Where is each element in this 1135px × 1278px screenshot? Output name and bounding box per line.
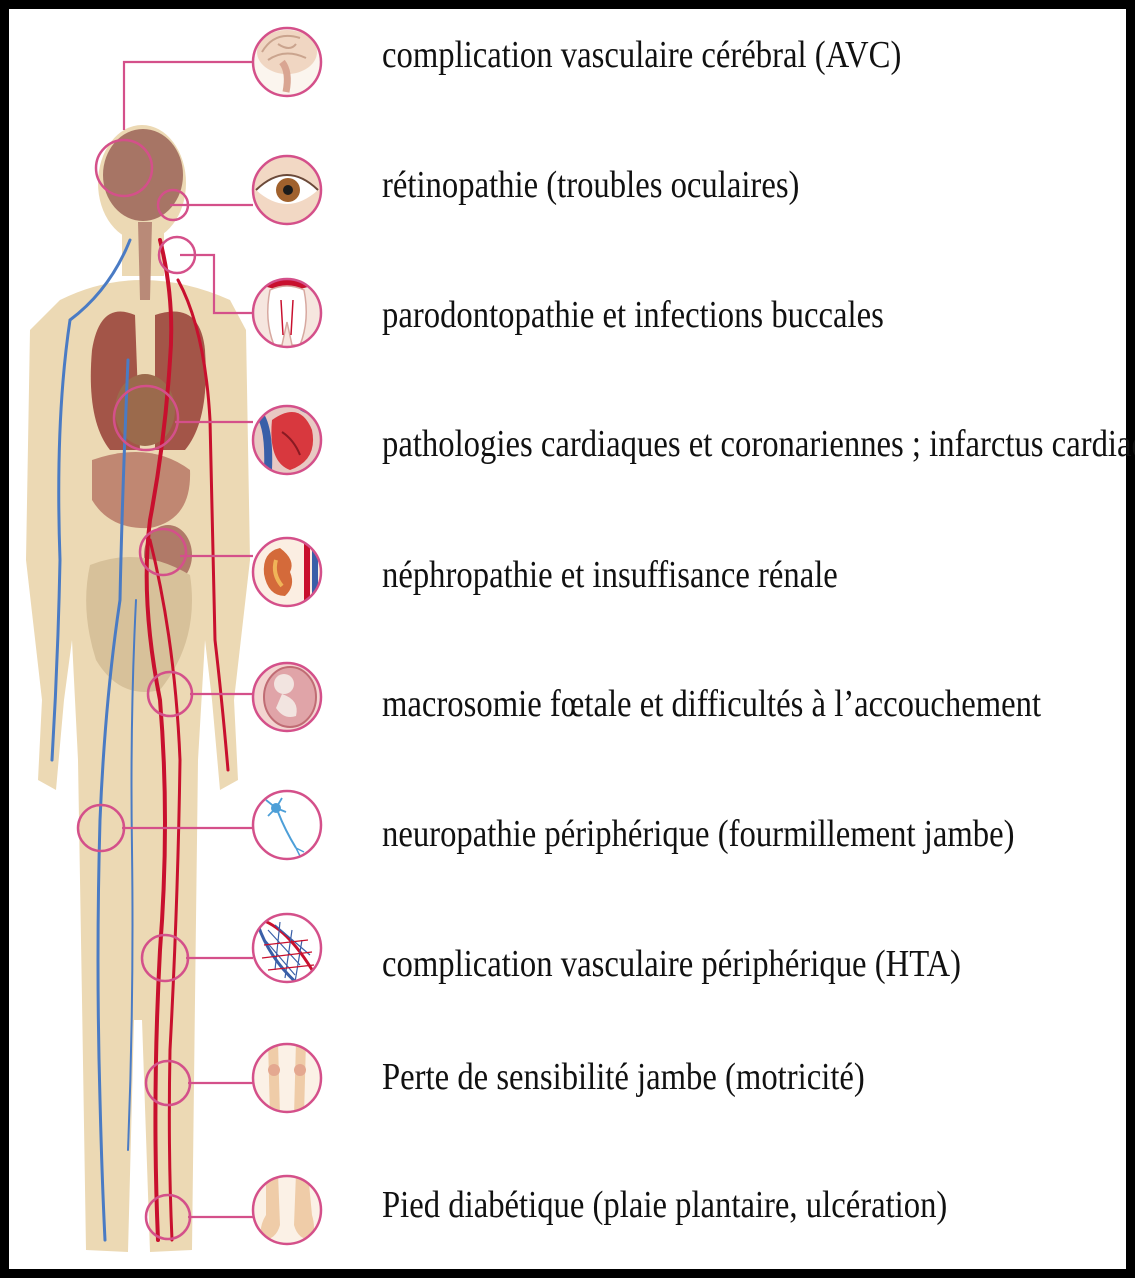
legs-icon [250,1041,325,1116]
label-brain: complication vasculaire cérébral (AVC) [382,36,901,74]
label-nerve: neuropathie périphérique (fourmillement … [382,815,1014,853]
label-heart: pathologies cardiaques et coronariennes … [382,425,1135,463]
label-foot: Pied diabétique (plaie plantaire, ulcéra… [382,1186,947,1224]
fetus-icon [250,660,325,735]
label-kidney: néphropathie et insuffisance rénale [382,556,838,594]
blood-vessels-icon [250,911,325,986]
label-vessels: complication vasculaire périphérique (HT… [382,945,961,983]
eye-icon [250,153,325,228]
neuron-icon [250,788,325,863]
label-teeth: parodontopathie et infections buccales [382,296,884,334]
brain-icon [250,25,325,100]
heart-icon [250,403,325,478]
label-eye: rétinopathie (troubles oculaires) [382,166,799,204]
kidney-icon [250,535,325,610]
label-legs: Perte de sensibilité jambe (motricité) [382,1058,865,1096]
label-fetus: macrosomie fœtale et difficultés à l’acc… [382,685,1041,723]
foot-icon [250,1173,325,1248]
tooth-icon [250,276,325,351]
